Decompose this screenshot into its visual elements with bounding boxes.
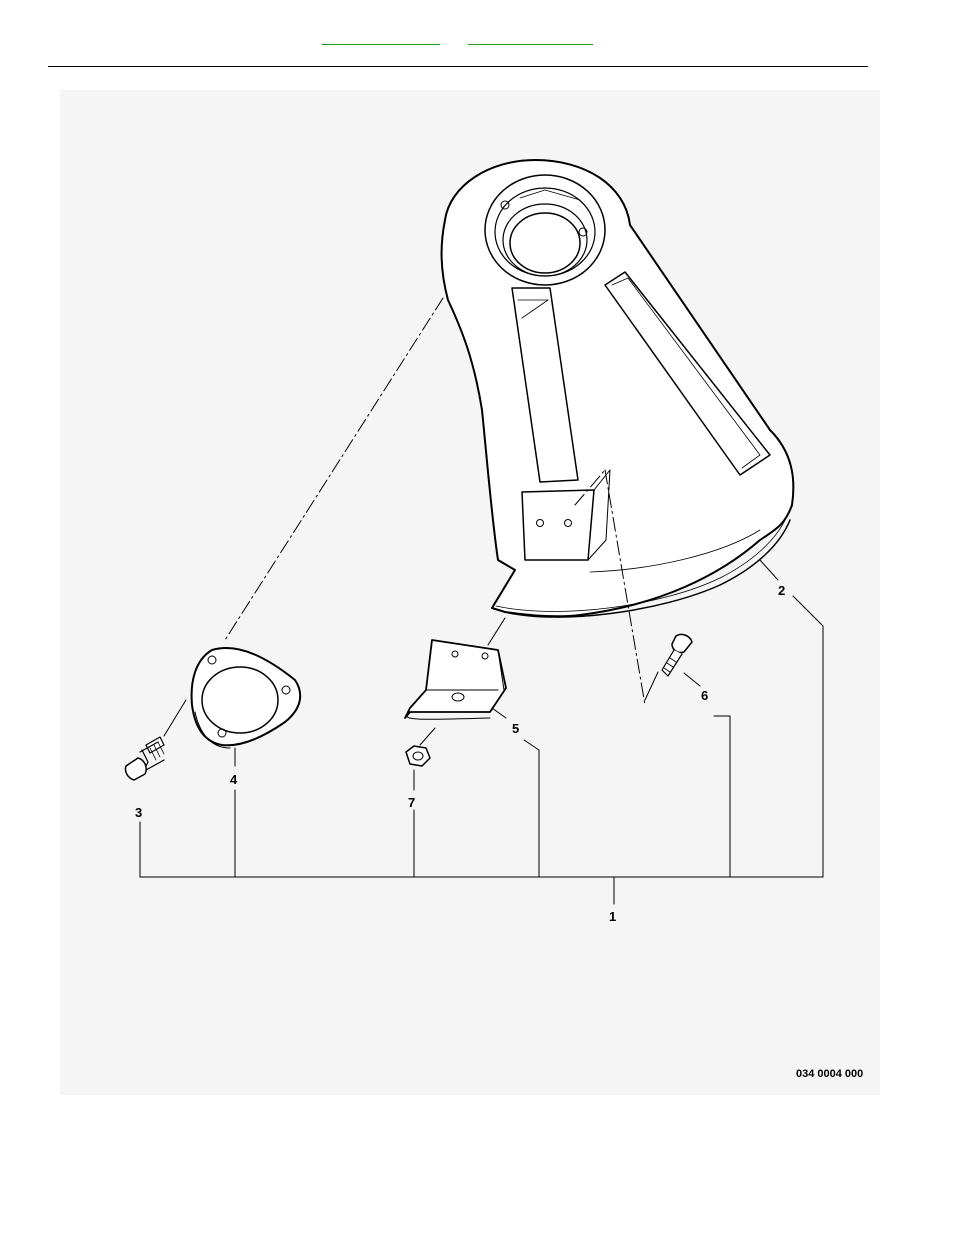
part-6-screw: [662, 634, 692, 676]
callout-3: 3: [135, 805, 142, 820]
drawing-code: 034 0004 000: [796, 1068, 863, 1080]
callout-6: 6: [701, 688, 708, 703]
part-4-flange-plate: [192, 648, 301, 748]
callout-2: 2: [778, 583, 785, 598]
part-3-screw: [125, 737, 164, 780]
part-2-guard: [442, 160, 794, 617]
callout-5: 5: [512, 721, 519, 736]
part-5-bracket: [405, 640, 506, 719]
callout-1: 1: [609, 909, 616, 924]
callout-7: 7: [408, 795, 415, 810]
callout-4: 4: [230, 772, 237, 787]
part-7-nut: [406, 746, 430, 766]
